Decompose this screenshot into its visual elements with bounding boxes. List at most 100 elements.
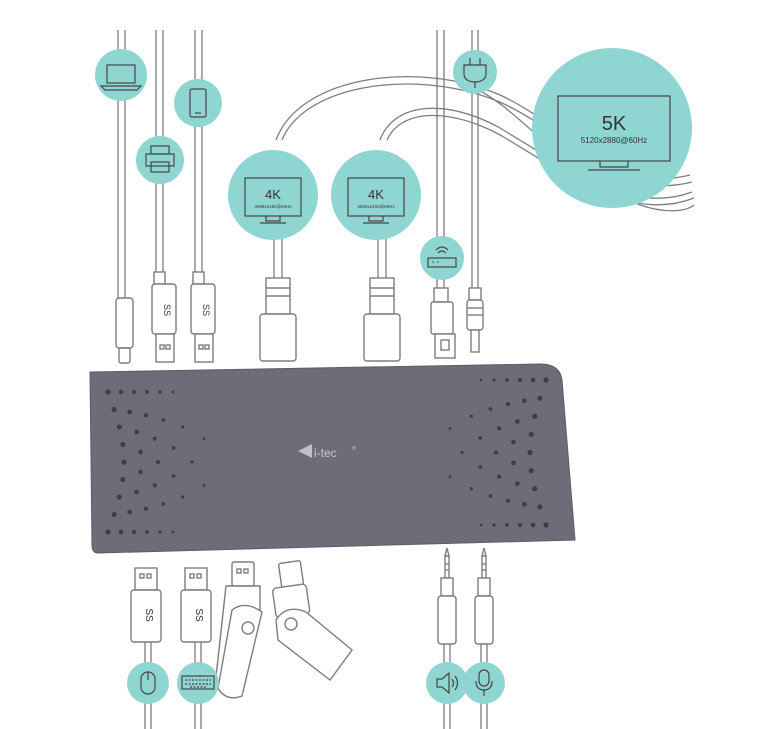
keyboard-badge (177, 662, 219, 704)
vent-hole (202, 483, 206, 487)
vent-hole (155, 459, 161, 465)
microphone-badge (463, 662, 505, 704)
vent-hole (161, 502, 166, 506)
ethernet-plug (430, 287, 456, 359)
vent-hole (528, 468, 534, 474)
logo-text: i-tec (314, 446, 337, 460)
vent-hole (171, 530, 175, 534)
vent-hole (478, 465, 483, 469)
printer-badge (136, 136, 184, 184)
vent-hole (469, 487, 473, 491)
monitor-icon (347, 177, 405, 224)
usb3-plug-phone: SS (190, 271, 216, 363)
vent-hole (158, 530, 162, 534)
monitor-5k-spec: 5120x2880@60Hz (581, 136, 647, 145)
vent-hole (515, 481, 520, 486)
vent-hole (497, 474, 502, 479)
vent-hole (181, 425, 185, 429)
vent-hole (121, 459, 127, 465)
vent-hole (492, 523, 496, 527)
mouse-icon (140, 671, 156, 695)
vent-hole (202, 437, 206, 441)
vent-hole (478, 436, 483, 440)
monitor-4k-2-badge: 4K 4096x2160@60Hz (331, 150, 421, 240)
i-tec-logo: i-tec ® (298, 444, 356, 460)
power-plug-icon (463, 58, 487, 88)
vent-hole (143, 413, 149, 418)
vent-hole (171, 446, 176, 450)
monitor-icon (244, 177, 302, 224)
usb3-plug-mouse: SS (130, 567, 162, 643)
vent-hole (131, 529, 137, 535)
vent-hole (134, 489, 139, 495)
vent-hole (517, 377, 523, 383)
vent-hole (511, 460, 516, 466)
vent-hole (127, 409, 133, 415)
microphone-icon (475, 669, 493, 696)
monitor-4k-2-spec: 4096x2160@60Hz (357, 204, 395, 209)
vent-hole (181, 495, 185, 499)
vent-hole (488, 407, 493, 411)
router-icon (427, 246, 457, 268)
vent-hole (479, 378, 483, 382)
usb-flash-drive-1 (214, 561, 263, 699)
vent-hole (505, 523, 509, 527)
dc-power-plug (466, 287, 484, 353)
vent-hole (120, 476, 126, 483)
vent-hole (488, 494, 493, 498)
vent-hole (171, 390, 175, 394)
printer-icon (145, 145, 175, 173)
logo-registered-mark: ® (352, 445, 356, 452)
audio-jack-speaker (437, 547, 457, 645)
docking-station: i-tec ® (89, 363, 576, 554)
monitor-4k-1-resolution: 4K (265, 187, 281, 202)
displayport-plug-1 (259, 277, 297, 362)
vent-hole (190, 460, 194, 464)
vent-hole (143, 506, 149, 511)
vent-hole (469, 414, 473, 418)
audio-jack-microphone (474, 547, 494, 645)
vent-hole (532, 413, 538, 419)
vent-hole (505, 498, 511, 503)
monitor-4k-1-spec: 4096x2160@60Hz (254, 204, 292, 209)
vent-hole (505, 378, 509, 382)
vent-hole (537, 395, 543, 401)
vent-hole (171, 474, 176, 478)
vent-hole (497, 426, 502, 431)
vent-hole (145, 530, 149, 534)
speaker-badge (426, 662, 468, 704)
vent-hole (138, 469, 143, 475)
keyboard-icon (181, 675, 215, 690)
vent-hole (131, 389, 137, 395)
vent-hole (532, 486, 538, 492)
vent-hole (521, 501, 527, 507)
monitor-icon (557, 95, 671, 171)
vent-hole (530, 377, 536, 383)
vent-hole (161, 418, 166, 422)
vent-hole (116, 424, 122, 430)
usb3-plug-printer: SS (151, 271, 177, 363)
vent-hole (515, 419, 520, 424)
usb3-logo: SS (201, 304, 211, 316)
vent-hole (118, 529, 124, 535)
laptop-icon (99, 64, 143, 91)
vent-hole (543, 377, 549, 383)
vent-hole (127, 509, 133, 515)
vent-hole (511, 439, 516, 445)
vent-hole (517, 522, 523, 528)
usb3-plug-keyboard: SS (180, 567, 212, 643)
laptop-badge (95, 49, 147, 101)
vent-hole (105, 529, 111, 535)
vent-hole (145, 390, 149, 394)
router-badge (420, 236, 464, 280)
vent-hole (527, 449, 533, 456)
usb3-logo: SS (143, 608, 154, 622)
vent-hole (111, 511, 117, 518)
vent-hole (116, 494, 122, 500)
usb-flash-drive-2 (272, 560, 353, 681)
vent-hole (448, 426, 452, 430)
vent-hole (492, 378, 496, 382)
vent-hole (105, 389, 111, 395)
vent-hole (134, 429, 139, 435)
